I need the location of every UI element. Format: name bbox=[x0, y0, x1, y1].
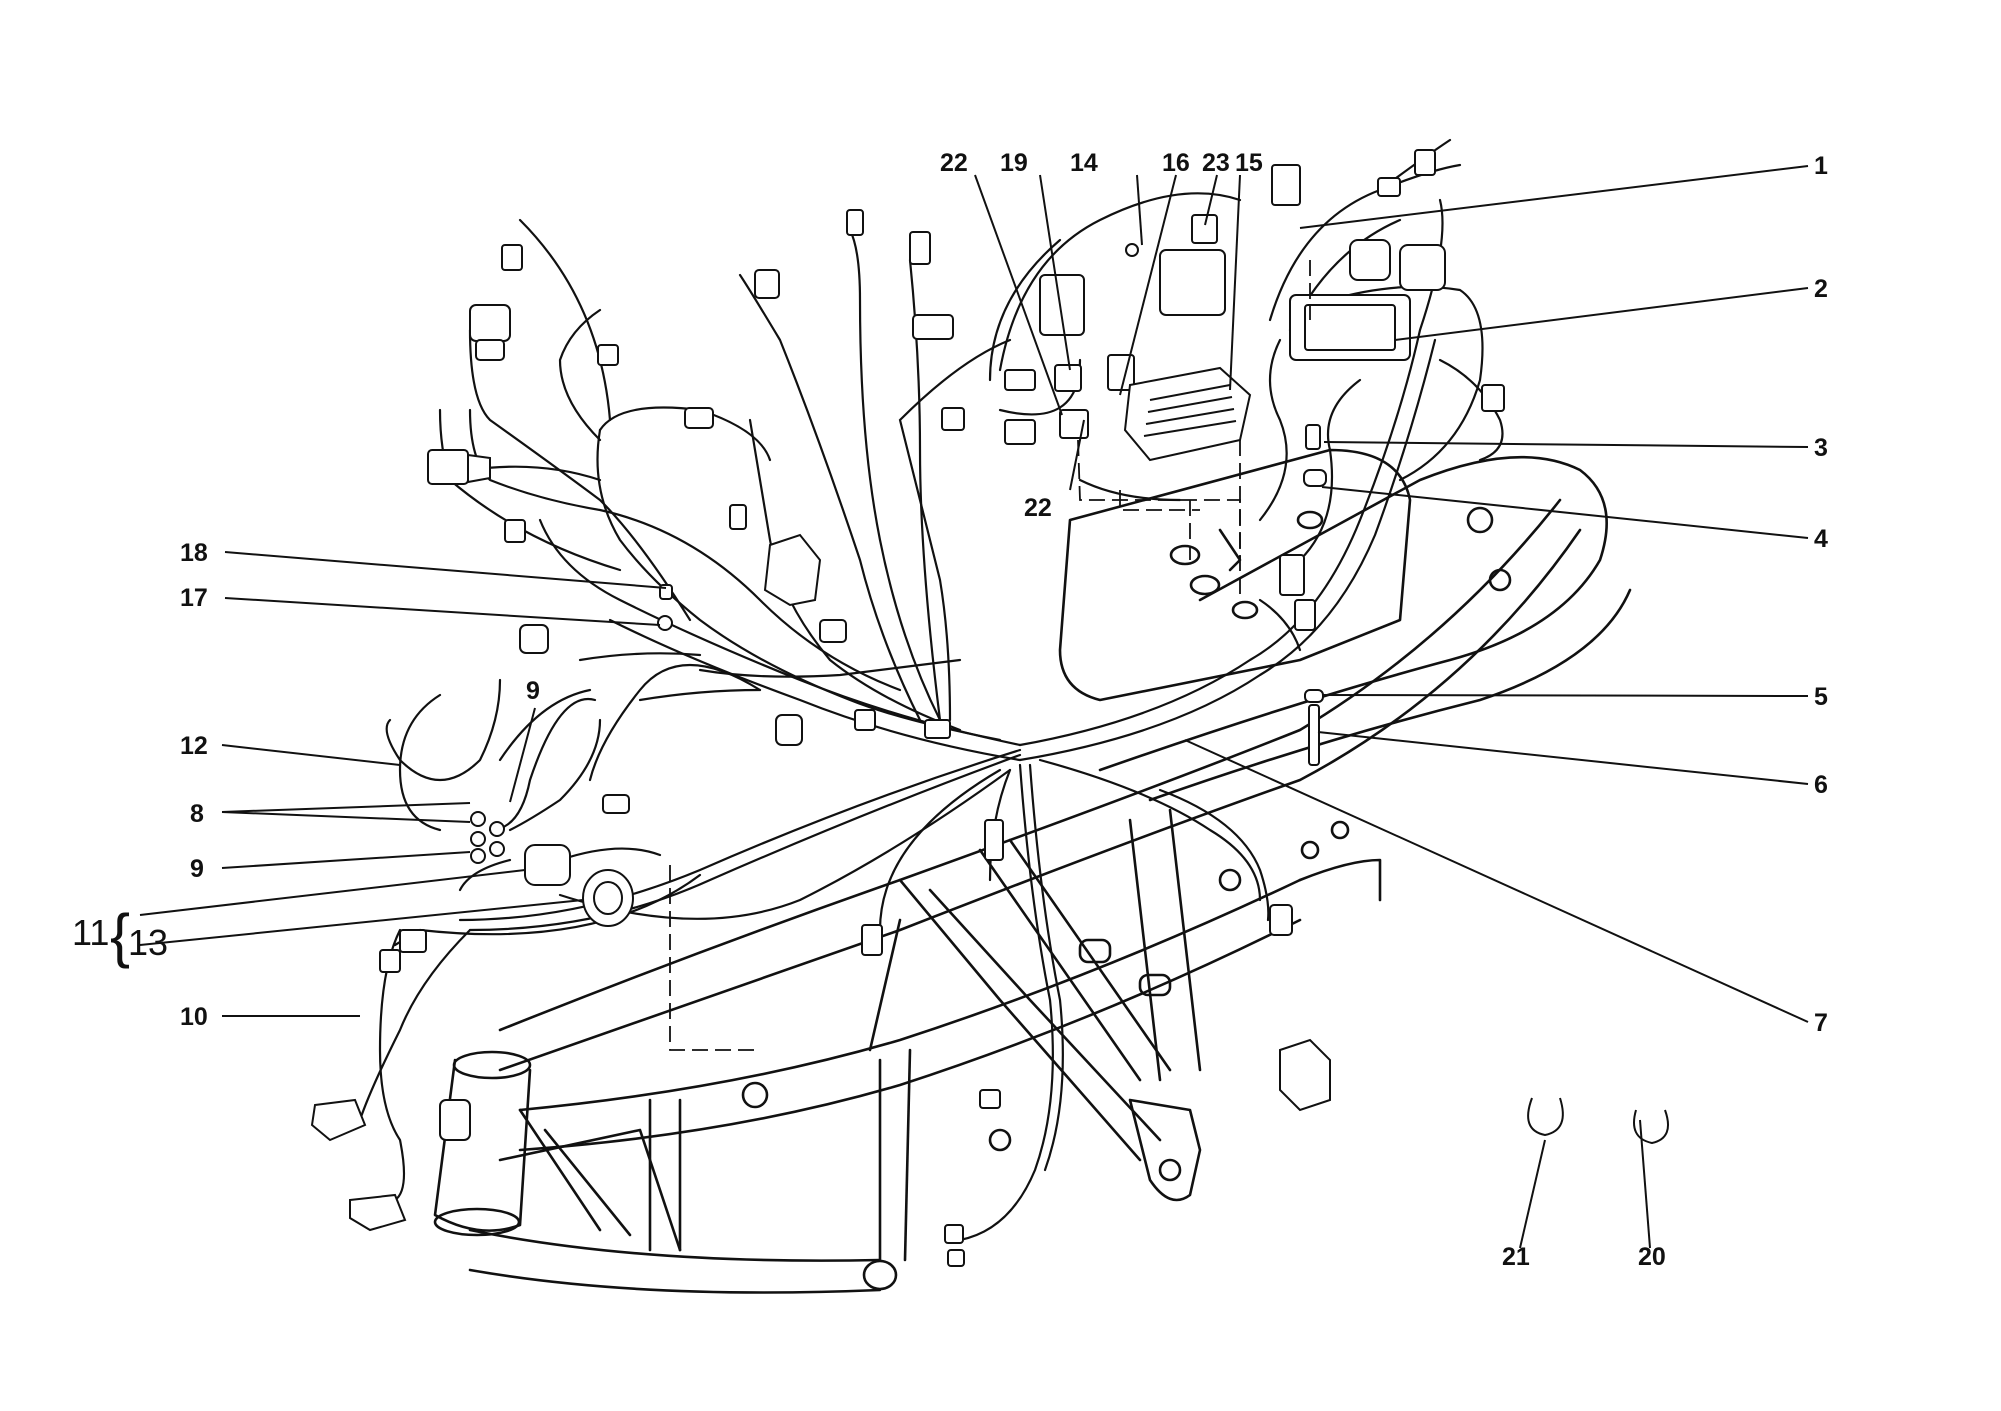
callout-15: 15 bbox=[1235, 149, 1263, 177]
callout-bracket: { bbox=[110, 902, 130, 969]
connectors bbox=[310, 149, 1505, 1267]
callout-23: 23 bbox=[1202, 149, 1230, 177]
callout-4: 4 bbox=[1814, 525, 1828, 553]
leader-lines bbox=[139, 165, 1809, 1249]
motorcycle-frame bbox=[433, 455, 1632, 1294]
callout-22-top: 22 bbox=[940, 149, 968, 177]
electrics-tray bbox=[1058, 448, 1412, 702]
callout-3: 3 bbox=[1814, 434, 1828, 462]
callout-13: 13 bbox=[128, 922, 168, 963]
callout-7: 7 bbox=[1814, 1009, 1828, 1037]
callout-18: 18 bbox=[180, 539, 208, 567]
ground-lugs bbox=[470, 243, 1327, 864]
callout-9-bottom: 9 bbox=[190, 855, 204, 883]
callout-12: 12 bbox=[180, 732, 208, 760]
callout-19: 19 bbox=[1000, 149, 1028, 177]
callout-22-bottom: 22 bbox=[1024, 494, 1052, 522]
callout-9-top: 9 bbox=[526, 677, 540, 705]
callout-6: 6 bbox=[1814, 771, 1828, 799]
callout-10: 10 bbox=[180, 1003, 208, 1031]
callout-11: 11 bbox=[72, 912, 109, 953]
callout-1: 1 bbox=[1814, 152, 1828, 180]
callout-17: 17 bbox=[180, 584, 208, 612]
callout-2: 2 bbox=[1814, 275, 1828, 303]
ecu-box bbox=[1289, 294, 1411, 361]
callout-16: 16 bbox=[1162, 149, 1190, 177]
callout-5: 5 bbox=[1814, 683, 1828, 711]
cable-clamps bbox=[1527, 1097, 1669, 1145]
coil-and-horn bbox=[524, 844, 634, 927]
callout-14: 14 bbox=[1070, 149, 1098, 177]
callout-8: 8 bbox=[190, 800, 204, 828]
callout-21: 21 bbox=[1502, 1243, 1530, 1271]
location-lines bbox=[669, 260, 1311, 1051]
callout-20: 20 bbox=[1638, 1243, 1666, 1271]
callout-labels: 1 2 3 4 5 6 7 8 9 9 10 11 12 13 { 14 15 … bbox=[72, 149, 1828, 1271]
